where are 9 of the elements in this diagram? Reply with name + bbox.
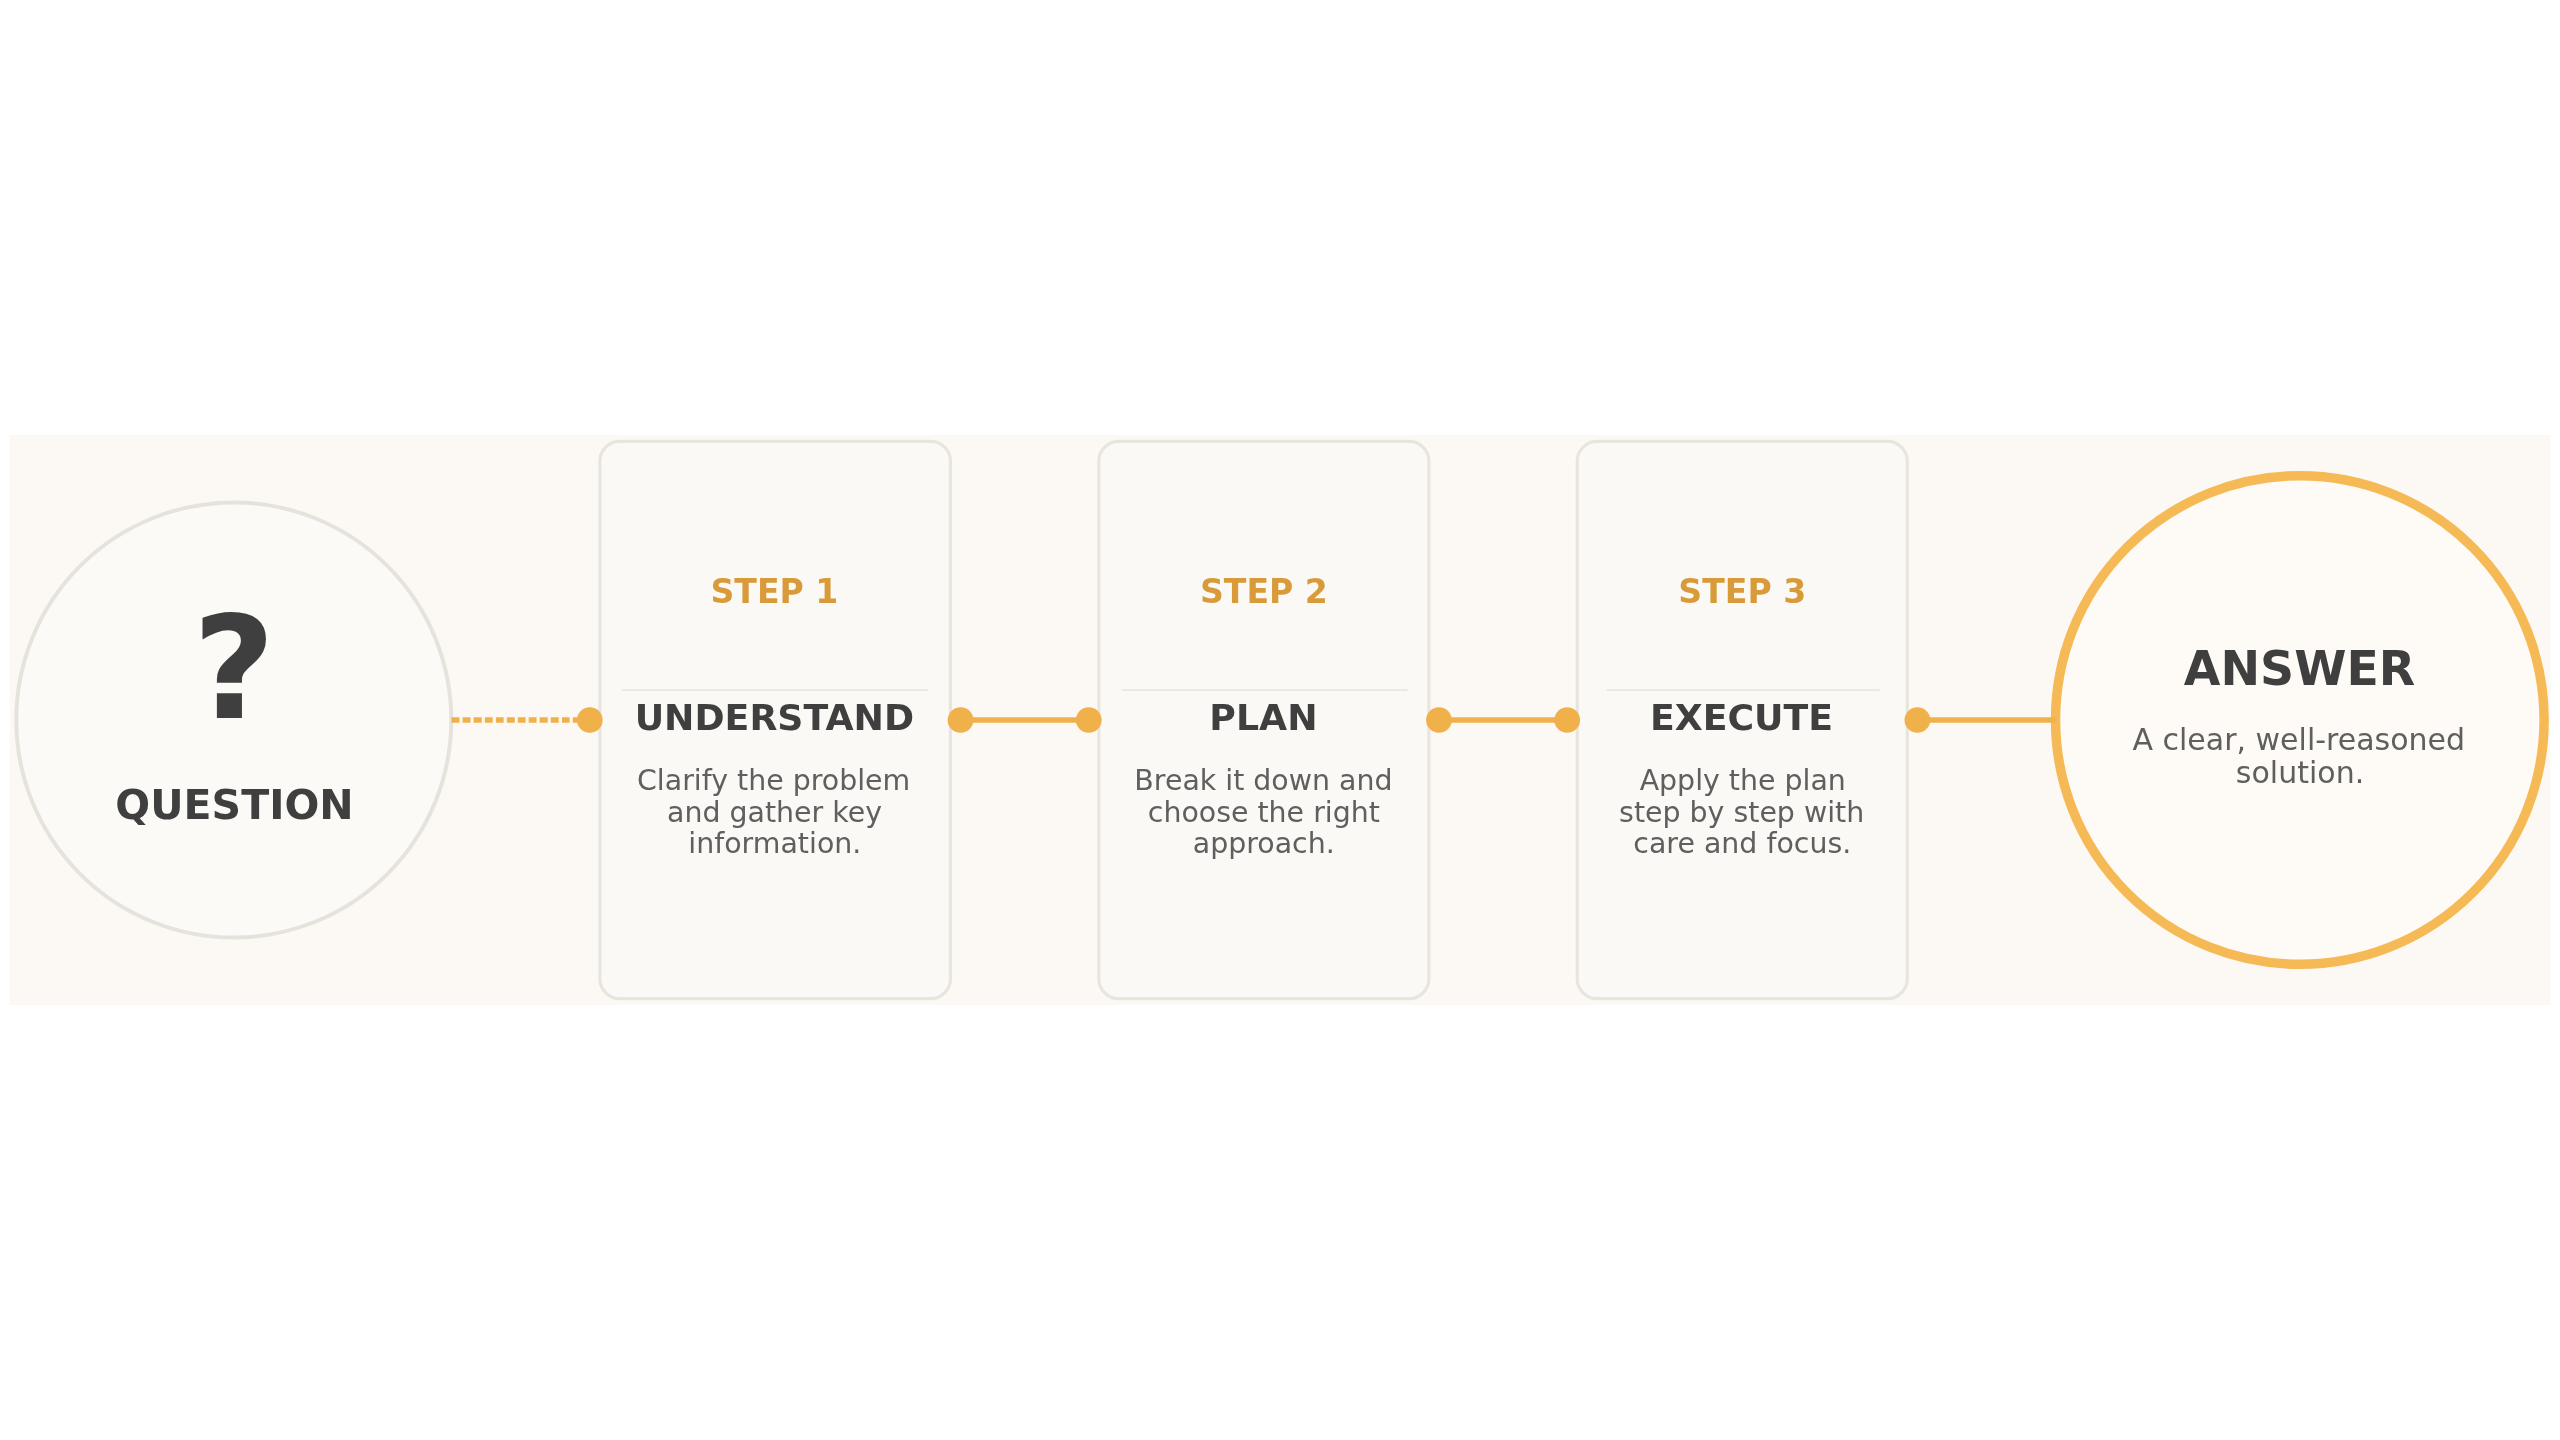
node-box: STEP 1 UNDERSTAND Clarify the problem and gather key information. xyxy=(598,439,952,1001)
connector xyxy=(1426,707,1581,733)
node-circle: ? QUESTION xyxy=(14,500,454,940)
node-box: STEP 2 PLAN Break it down and choose the right approach. xyxy=(1097,439,1431,1001)
node-circle: ANSWER A clear, well-reasoned solution. xyxy=(2050,471,2549,969)
connector xyxy=(947,707,1102,733)
connector xyxy=(451,707,603,733)
node-box: STEP 3 EXECUTE Apply the plan step by step with care and focus. xyxy=(1575,439,1909,1001)
connector xyxy=(1904,707,2056,733)
